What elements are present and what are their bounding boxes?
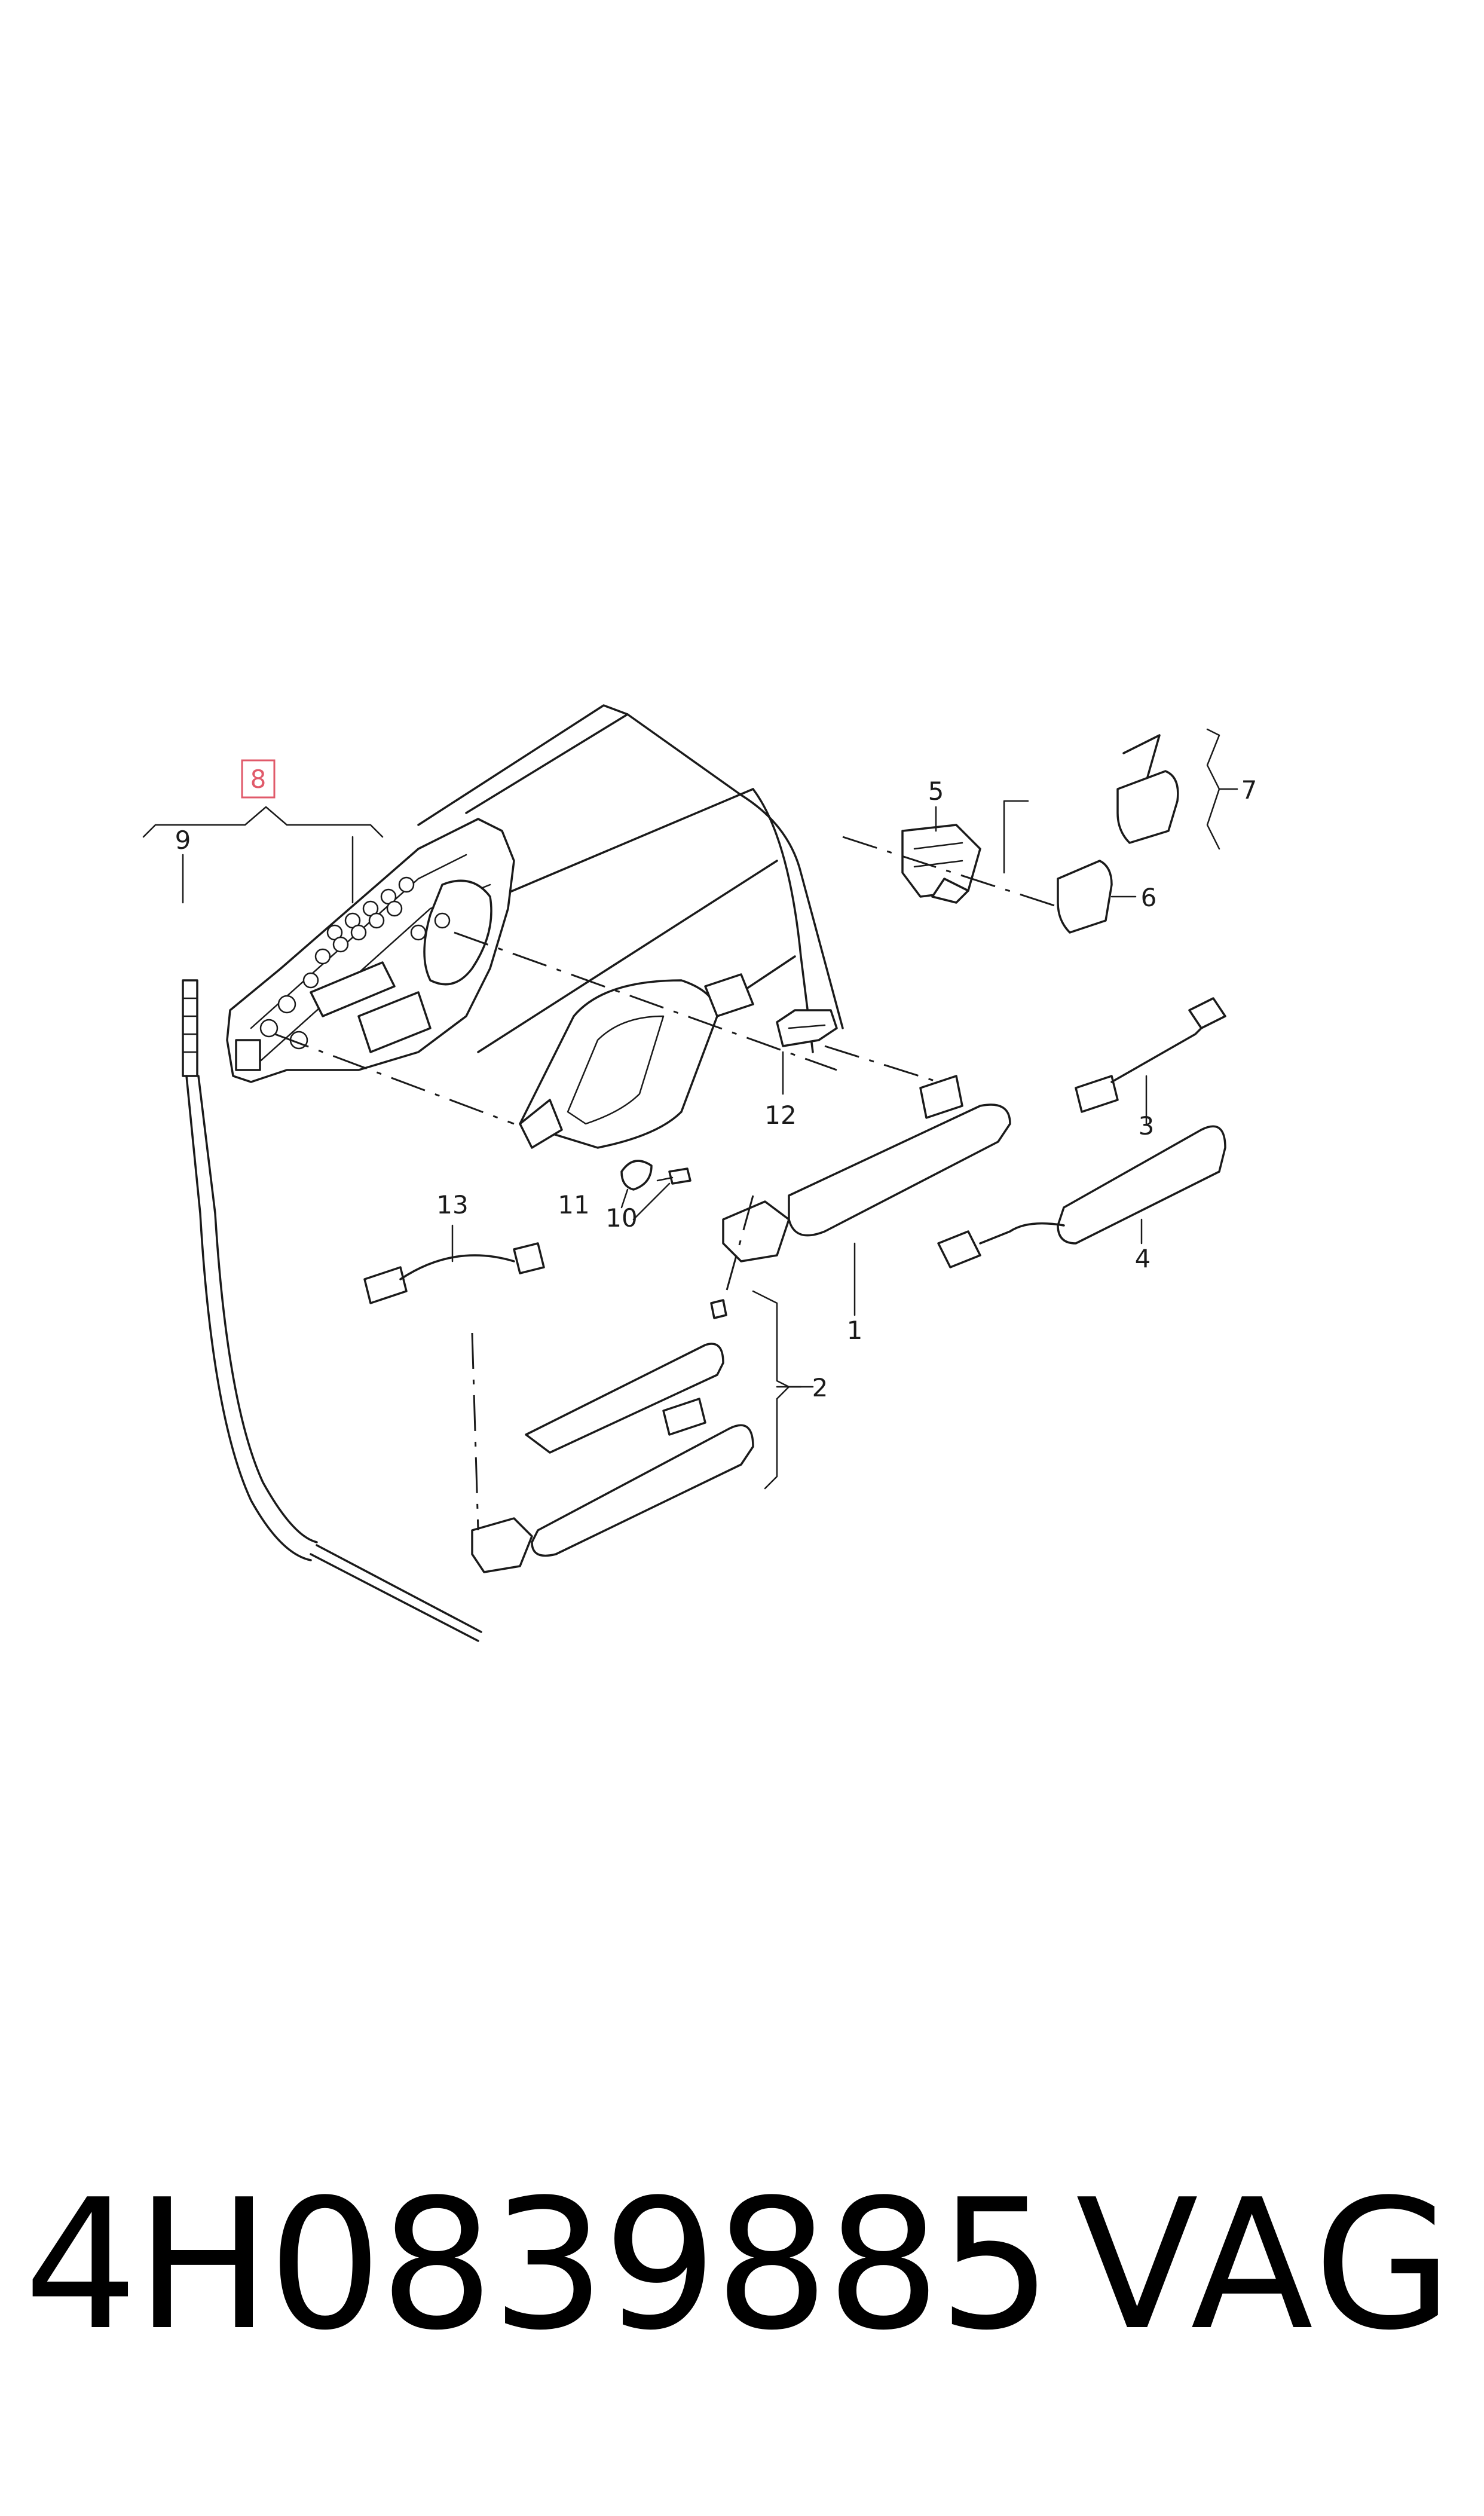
callout-12: 12 <box>764 1100 796 1130</box>
screw-10 <box>656 1167 691 1185</box>
callout-10: 10 <box>605 1203 637 1233</box>
assembly-dash-lines <box>274 836 1064 1531</box>
lock-cylinder <box>901 824 981 904</box>
handle-escutcheon <box>519 973 754 1149</box>
outer-door-handle <box>722 1075 1011 1262</box>
callout-1: 1 <box>847 1316 863 1345</box>
clip-11 <box>620 1160 653 1191</box>
handle-assembly-2 <box>471 1299 754 1573</box>
wiring-harness-13 <box>363 1242 545 1304</box>
part-number: 4H0839885 <box>24 2161 1052 2370</box>
sensor-3 <box>1075 997 1226 1113</box>
handle-carrier-bracket <box>226 818 515 1083</box>
callout-5: 5 <box>928 776 944 806</box>
small-bracket-12 <box>776 1009 838 1047</box>
callout-11: 11 <box>558 1190 589 1219</box>
leader-lines <box>142 728 1238 1490</box>
brand-name: VAG <box>1076 2161 1457 2370</box>
callout-8: 8 <box>250 765 267 794</box>
handle-with-sensor <box>937 1125 1226 1268</box>
callout-6: 6 <box>1141 883 1157 912</box>
callout-7: 7 <box>1241 775 1257 805</box>
callout-4: 4 <box>1135 1244 1151 1273</box>
callout-13: 13 <box>436 1190 468 1219</box>
footer: 4H0839885 VAG <box>24 2176 1470 2355</box>
highlight-box-8 <box>241 759 276 799</box>
cap-set <box>1116 734 1179 844</box>
callout-3: 3 <box>1139 1111 1155 1141</box>
end-cap <box>1057 860 1113 934</box>
callout-labels: 8 9 5 6 7 12 3 1 4 11 10 13 2 <box>175 759 1257 1402</box>
callout-2: 2 <box>812 1373 828 1402</box>
bowden-cable <box>182 979 482 1642</box>
callout-9: 9 <box>175 826 191 855</box>
